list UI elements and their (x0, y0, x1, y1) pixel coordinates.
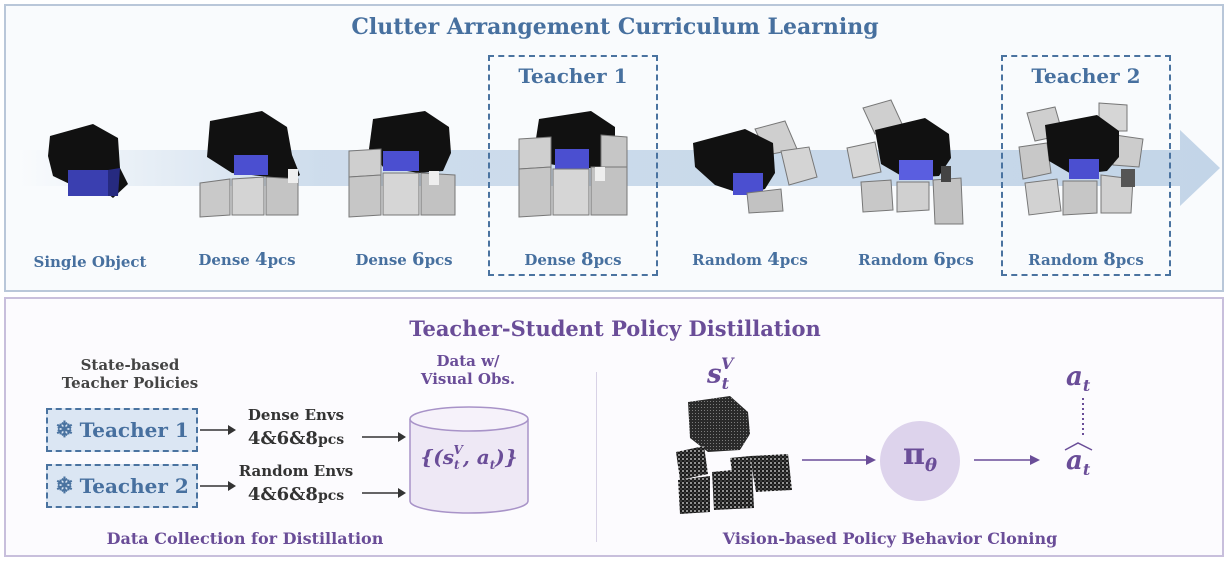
distillation-panel (4, 297, 1224, 557)
teacher-1-box (488, 55, 658, 276)
scene-single-object (48, 124, 128, 198)
stage-label-random-4: Random 4pcs (692, 249, 808, 270)
scene-dense-4 (199, 111, 300, 218)
predicted-action-symbol: at (1064, 442, 1093, 479)
data-collection-caption: Data Collection for Distillation (106, 529, 384, 548)
section-divider (596, 372, 597, 542)
curriculum-title: Clutter Arrangement Curriculum Learning (351, 14, 879, 40)
teacher-1-heading: Teacher 1 (518, 64, 628, 88)
stage-label-single-object: Single Object (33, 253, 147, 271)
arrow-policy-to-action (974, 455, 1040, 465)
stage-label-dense-8: Dense 8pcs (524, 249, 622, 270)
data-visual-obs-label: Data w/ Visual Obs. (420, 352, 516, 388)
dense-envs-counts: 4&6&8pcs (247, 428, 345, 449)
behavior-cloning-caption: Vision-based Policy Behavior Cloning (722, 529, 1058, 548)
stage-label-random-6: Random 6pcs (858, 249, 974, 270)
arrow-random-to-data (362, 488, 406, 498)
policy-circle (880, 421, 960, 501)
teacher-1-policy: ❄ Teacher 1 (46, 408, 198, 452)
scene-random-4 (693, 120, 818, 214)
action-dotted-link (1082, 398, 1084, 436)
scene-random-6 (846, 99, 964, 225)
stage-label-dense-4: Dense 4pcs (198, 249, 296, 270)
arrow-obs-to-policy (802, 455, 876, 465)
teacher-2-policy: ❄ Teacher 2 (46, 464, 198, 508)
stage-label-dense-6: Dense 6pcs (355, 249, 453, 270)
arrow-dense-to-data (362, 432, 406, 442)
scene-dense-6 (348, 111, 456, 218)
scene-random-8 (1018, 102, 1144, 216)
snowflake-icon: ❄ (55, 473, 74, 499)
arrow-teacher-2 (200, 481, 236, 491)
scene-dense-8 (518, 111, 628, 218)
arrow-teacher-1 (200, 425, 236, 435)
dataset-cylinder (409, 406, 529, 514)
random-envs-counts: 4&6&8pcs (247, 484, 345, 505)
random-envs-label: Random Envs (238, 462, 354, 480)
policy-symbol: πθ (903, 437, 937, 476)
stage-label-random-8: Random 8pcs (1028, 249, 1144, 270)
distillation-title: Teacher-Student Policy Distillation (409, 316, 821, 341)
point-cloud-observation (676, 396, 792, 514)
snowflake-icon: ❄ (55, 417, 74, 443)
obs-symbol: stV (707, 354, 734, 393)
teacher-2-heading: Teacher 2 (1031, 64, 1141, 88)
teacher-2-box (1001, 55, 1171, 276)
state-based-label: State-based Teacher Policies (61, 356, 199, 392)
dense-envs-label: Dense Envs (247, 406, 345, 424)
action-symbol: at (1066, 362, 1091, 396)
dataset-formula: {(stV, at)} (420, 443, 518, 472)
